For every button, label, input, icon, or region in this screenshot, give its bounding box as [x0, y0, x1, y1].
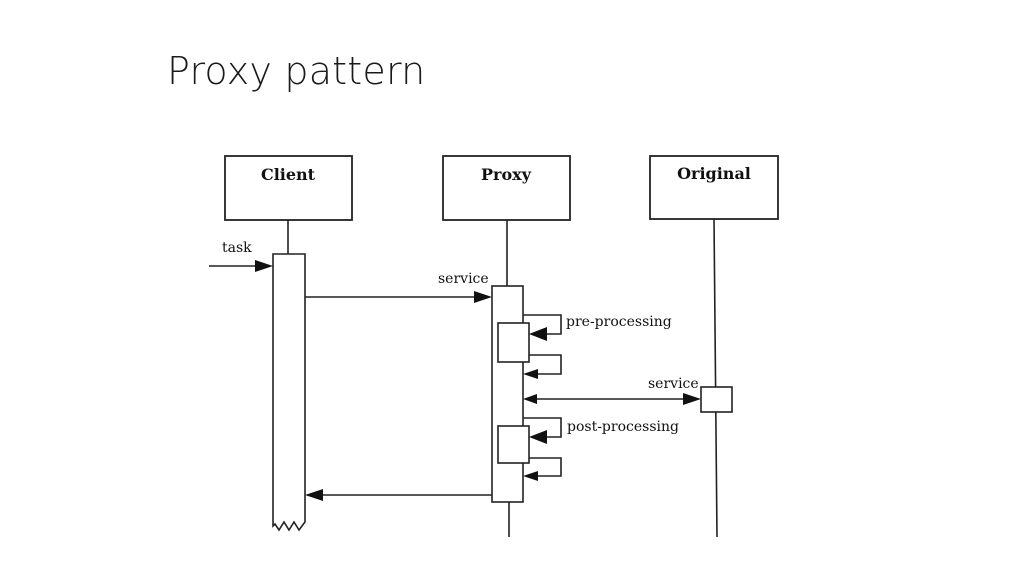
participant-original: Original — [649, 155, 779, 220]
proxy-pre-processing-activation — [497, 322, 530, 363]
participant-proxy-label: Proxy — [481, 165, 532, 184]
proxy-post-processing-activation — [497, 425, 530, 464]
service-to-proxy-arrow — [305, 291, 492, 303]
participant-client: Client — [224, 155, 353, 221]
task-message-arrow — [209, 260, 273, 272]
service-to-original-arrow — [523, 393, 701, 405]
original-lifeline — [713, 218, 718, 538]
return-to-client-arrow — [305, 489, 492, 501]
post-processing-return — [523, 457, 562, 481]
post-processing-label: post-processing — [567, 419, 679, 435]
pre-processing-self-call — [523, 314, 562, 341]
service-to-original-label: service — [648, 376, 699, 392]
participant-client-label: Client — [261, 165, 316, 184]
service-to-proxy-label: service — [438, 271, 489, 287]
original-activation-bar — [700, 386, 733, 413]
slide-title: Proxy pattern — [167, 49, 426, 93]
participant-proxy: Proxy — [442, 155, 571, 221]
proxy-activation-bar — [491, 285, 524, 503]
pre-processing-return — [523, 354, 562, 379]
participant-original-label: Original — [677, 164, 751, 183]
pre-processing-label: pre-processing — [566, 314, 672, 330]
post-processing-self-call — [523, 417, 562, 444]
client-activation-bar — [272, 253, 306, 532]
task-message-label: task — [222, 240, 252, 256]
